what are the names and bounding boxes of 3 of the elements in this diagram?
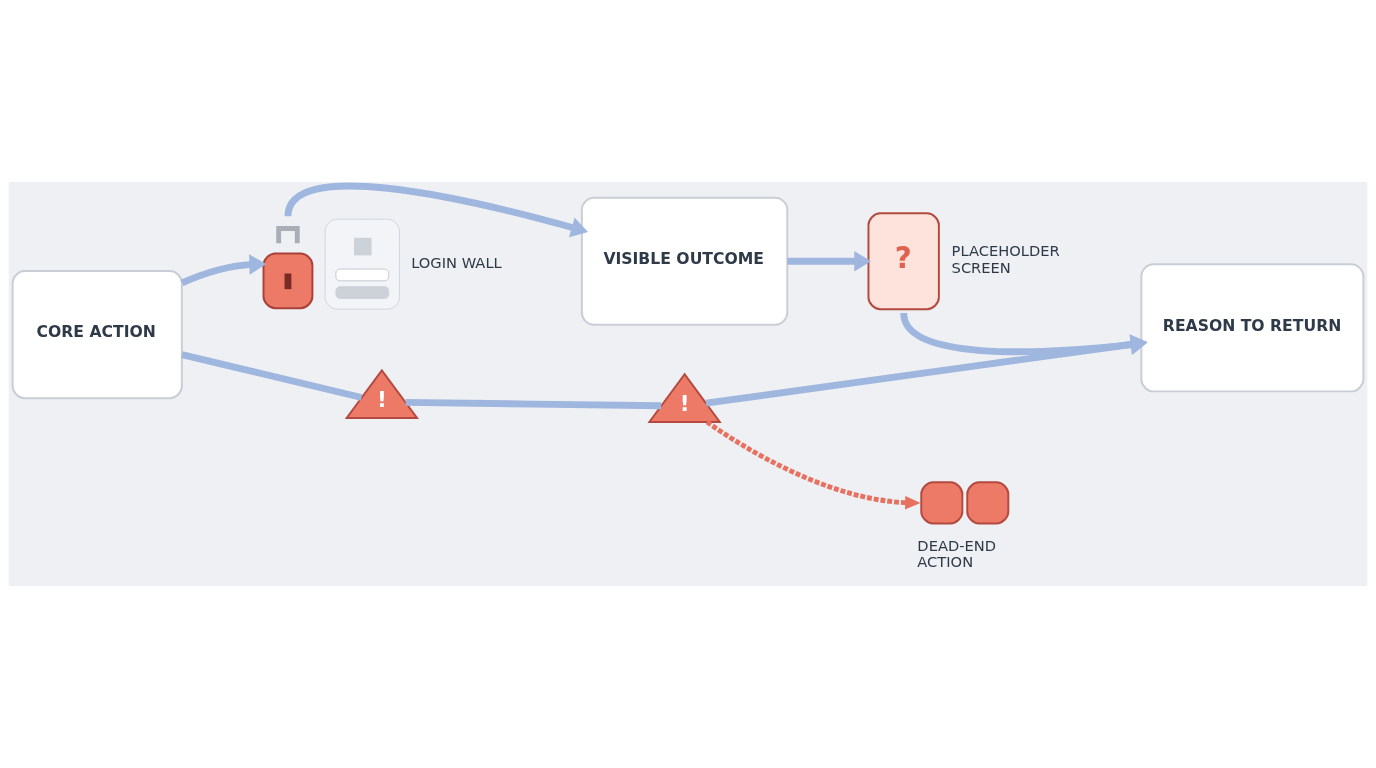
node-label: PLACEHOLDER SCREEN xyxy=(951,242,1060,277)
node-label: DEAD-END ACTION xyxy=(917,536,997,571)
node-label: LOGIN WALL xyxy=(411,253,502,271)
